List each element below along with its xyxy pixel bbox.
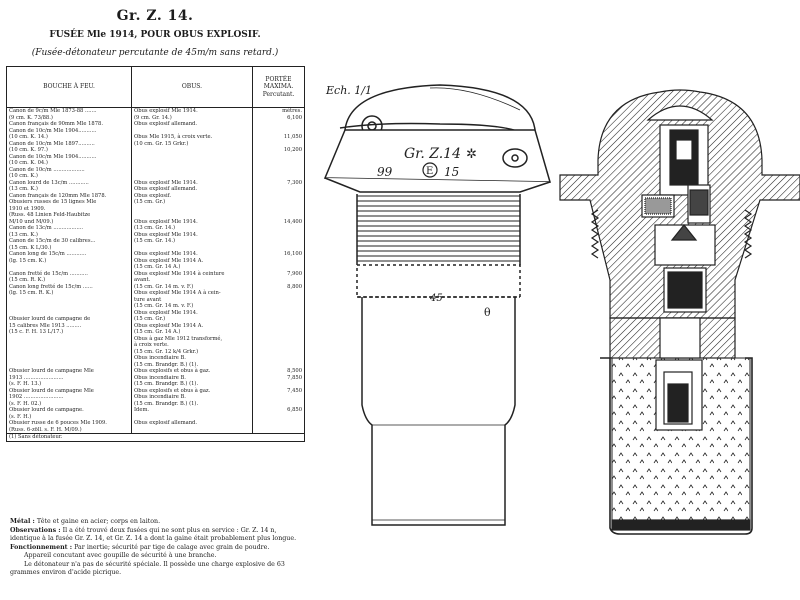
note-metal: Métal : Tête et gaine en acier; corps en… xyxy=(10,518,306,527)
note-label: Observations : xyxy=(10,526,61,534)
weapon-cell: Obusier lourd de campagne Mle 1913 .....… xyxy=(6,368,132,434)
note-text: Il a été trouvé deux fusées qui ne sont … xyxy=(10,526,297,543)
note-observations: Observations : Il a été trouvé deux fusé… xyxy=(10,527,306,544)
table-row: Obusier lourd de campagne Mle 1913 .....… xyxy=(6,368,305,434)
shell-cell: Obus explosif Mle 1914. Obus explosif Ml… xyxy=(131,251,253,310)
scale-text: Ech. xyxy=(326,84,351,97)
dimension-label: 45 xyxy=(429,293,443,304)
shell-cell: Obus explosifs et obus à gaz. Obus incen… xyxy=(131,368,253,434)
weapon-cell: Obusier lourd de campagne de 15 calibres… xyxy=(6,309,132,368)
fuze-marking: Gr. Z.14 xyxy=(404,146,461,162)
shell-cell: Obus explosif Mle 1914. (15 cm. Gr.) Obu… xyxy=(131,309,253,368)
range-cell xyxy=(252,309,305,368)
table-footnote: (1) Sans détonateur. xyxy=(6,433,305,441)
header-range: PORTÉE MAXIMA. Percutant. xyxy=(252,66,305,108)
stamp-letter: E xyxy=(426,166,433,177)
header-shell: OBUS. xyxy=(131,66,253,108)
note-function-3: Le détonateur n'a pas de sécurité spécia… xyxy=(10,560,285,577)
note-text: Tête et gaine en acier; corps en laiton. xyxy=(36,518,161,525)
note-text: Par inertie; sécurité par tige de calage… xyxy=(74,543,270,551)
table-row: Obusier lourd de campagne de 15 calibres… xyxy=(6,309,305,368)
header-weapon: BOUCHE À FEU. xyxy=(6,66,132,108)
range-values: 6,100 11,050 10,200 xyxy=(283,114,302,154)
section-view xyxy=(559,89,800,535)
table-footnote-row: (1) Sans détonateur. xyxy=(6,433,305,441)
note-label: Métal : xyxy=(10,518,35,525)
weapons-table: BOUCHE À FEU. OBUS. PORTÉE MAXIMA. Percu… xyxy=(6,66,305,442)
table-row: Canon long de 15c/m ............ (lg. 15… xyxy=(6,251,305,310)
note-label: Fonctionnement : xyxy=(10,543,73,551)
shell-cell: Obus explosif Mle 1914. Obus explosif al… xyxy=(131,179,253,251)
document-caption: (Fusée-détonateur percutante de 45m/m sa… xyxy=(31,48,279,58)
scale-value: 1/1 xyxy=(354,84,372,97)
star-icon: ✲ xyxy=(466,147,477,162)
external-view xyxy=(323,84,552,526)
weapon-cell: Canon long de 15c/m ............ (lg. 15… xyxy=(6,251,132,310)
weapon-cell: Canon de 9c/m Mle 1873-88 ....... (9 cm.… xyxy=(6,107,132,180)
range-cell: mètres.6,100 11,050 10,200 xyxy=(252,107,305,180)
range-cell: 8,500 7,850 7,450 6,850 xyxy=(252,368,305,434)
table-row: Canon lourd de 13c/m ............ (13 cm… xyxy=(6,179,305,251)
range-cell: 16,100 7,900 8,800 xyxy=(252,251,305,310)
stamp-icon xyxy=(422,162,438,178)
range-cell: 7,300 14,400 xyxy=(252,179,305,251)
document-subtitle: FUSÉE Mle 1914, POUR OBUS EXPLOSIF. xyxy=(49,30,261,40)
fuze-number-left: 99 xyxy=(377,165,393,179)
range-unit: mètres. xyxy=(282,108,302,114)
note-function-2: Appareil concutant avec goupille de sécu… xyxy=(24,552,217,559)
note-function: Fonctionnement : Par inertie; sécurité p… xyxy=(10,544,306,553)
shell-cell: Obus explosif Mle 1914. (9 cm. Gr. 14.) … xyxy=(131,107,253,180)
table-row: Canon de 9c/m Mle 1873-88 ....... (9 cm.… xyxy=(6,107,305,180)
document-title: Gr. Z. 14. xyxy=(116,8,194,24)
scale-label: Ech. 1/1 xyxy=(326,84,372,97)
document-text-column: Gr. Z. 14. FUSÉE Mle 1914, POUR OBUS EXP… xyxy=(0,0,310,600)
theta-mark: θ xyxy=(484,306,491,319)
fuze-number-right: 15 xyxy=(444,165,459,179)
fuze-drawings: Gr. Z.14 ✲ 99 E 15 45 θ xyxy=(323,84,800,535)
weapon-cell: Canon lourd de 13c/m ............ (13 cm… xyxy=(6,179,132,251)
notes-block: Métal : Tête et gaine en acier; corps en… xyxy=(10,518,306,578)
